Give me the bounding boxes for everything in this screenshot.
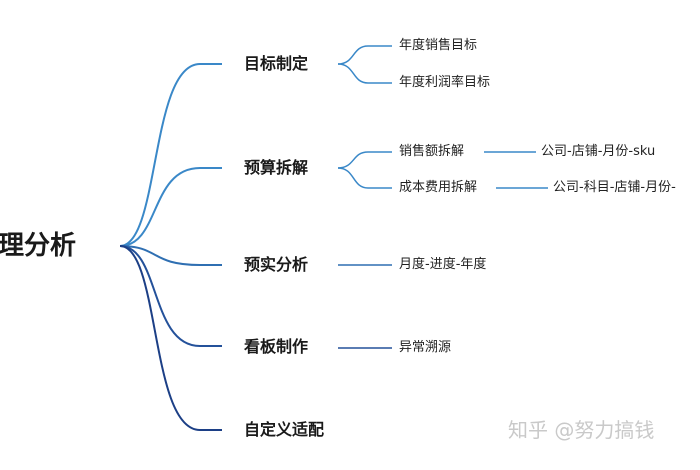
root-connector-2 xyxy=(119,167,222,247)
leaf-annual-sales-target: 年度销售目标 xyxy=(399,38,478,53)
leaf-anomaly-tracing: 异常溯源 xyxy=(399,340,452,355)
root-connector-5 xyxy=(119,245,222,431)
b1-connector-1 xyxy=(337,45,392,65)
root-connector-4 xyxy=(119,245,222,347)
leaf-sales-breakdown: 销售额拆解 xyxy=(399,144,465,159)
detail-cost-breakdown: 公司-科目-店铺-月份- xyxy=(553,180,676,195)
branch-budget-vs-actual: 预实分析 xyxy=(244,255,309,274)
b2-connector-2 xyxy=(337,167,392,189)
leaf-annual-profit-target: 年度利润率目标 xyxy=(399,75,491,90)
leaf-month-progress-year: 月度-进度-年度 xyxy=(399,257,487,272)
watermark: 知乎 @努力搞钱 xyxy=(508,418,655,442)
branch-budget-breakdown: 预算拆解 xyxy=(244,158,309,177)
b1-connector-2 xyxy=(337,63,392,84)
root-connector-3 xyxy=(119,245,222,266)
branch-goal-setting: 目标制定 xyxy=(244,54,309,73)
leaf-cost-breakdown: 成本费用拆解 xyxy=(399,180,478,195)
detail-sales-breakdown: 公司-店铺-月份-sku xyxy=(541,144,656,159)
branch-custom-adapt: 自定义适配 xyxy=(244,420,325,439)
branch-dashboard: 看板制作 xyxy=(244,337,309,356)
root-node: 管理分析 xyxy=(0,231,77,261)
b2-connector-1 xyxy=(337,151,392,169)
root-connector-1 xyxy=(119,63,222,247)
